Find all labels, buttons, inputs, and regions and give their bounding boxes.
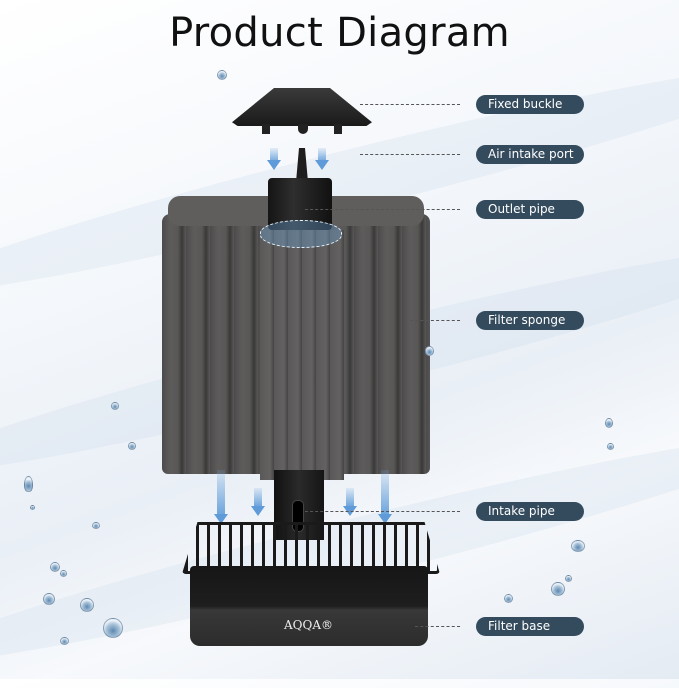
water-droplet-icon (111, 402, 119, 410)
water-droplet-icon (103, 618, 123, 638)
leader-line-filter-sponge (410, 320, 460, 321)
water-droplet-icon (425, 346, 434, 356)
leader-line-air-intake (360, 154, 460, 155)
water-droplet-icon (571, 540, 585, 552)
water-droplet-icon (30, 505, 35, 510)
water-droplet-icon (80, 598, 94, 612)
page-title: Product Diagram (169, 10, 510, 56)
label-outlet-pipe: Outlet pipe (476, 200, 584, 219)
leader-line-intake-pipe (305, 511, 460, 512)
water-droplet-icon (217, 70, 227, 80)
water-droplet-icon (128, 442, 136, 450)
water-droplet-icon (43, 593, 55, 605)
water-droplet-icon (607, 443, 614, 450)
water-droplet-icon (605, 418, 613, 428)
air-intake-port (296, 148, 308, 182)
water-droplet-icon (504, 594, 513, 603)
label-air-intake-port: Air intake port (476, 145, 584, 164)
water-droplet-icon (565, 575, 572, 582)
cap-clips (262, 124, 342, 134)
filter-base (190, 566, 428, 646)
leader-line-filter-base (415, 626, 460, 627)
water-droplet-icon (50, 562, 60, 572)
label-intake-pipe: Intake pipe (476, 502, 584, 521)
filter-sponge-front (260, 230, 344, 480)
leader-line-outlet-pipe (305, 209, 460, 210)
brand-logo: AQQA® (284, 618, 334, 632)
label-fixed-buckle: Fixed buckle (476, 95, 584, 114)
label-filter-sponge: Filter sponge (476, 311, 584, 330)
water-droplet-icon (551, 582, 565, 596)
water-droplet-icon (24, 476, 33, 492)
water-droplet-icon (92, 522, 100, 529)
water-droplet-icon (60, 637, 69, 645)
fixed-buckle-cap (232, 88, 372, 126)
outlet-highlight-ring (260, 220, 342, 248)
water-droplet-icon (60, 570, 67, 577)
label-filter-base: Filter base (476, 617, 584, 636)
leader-line-fixed-buckle (360, 104, 460, 105)
